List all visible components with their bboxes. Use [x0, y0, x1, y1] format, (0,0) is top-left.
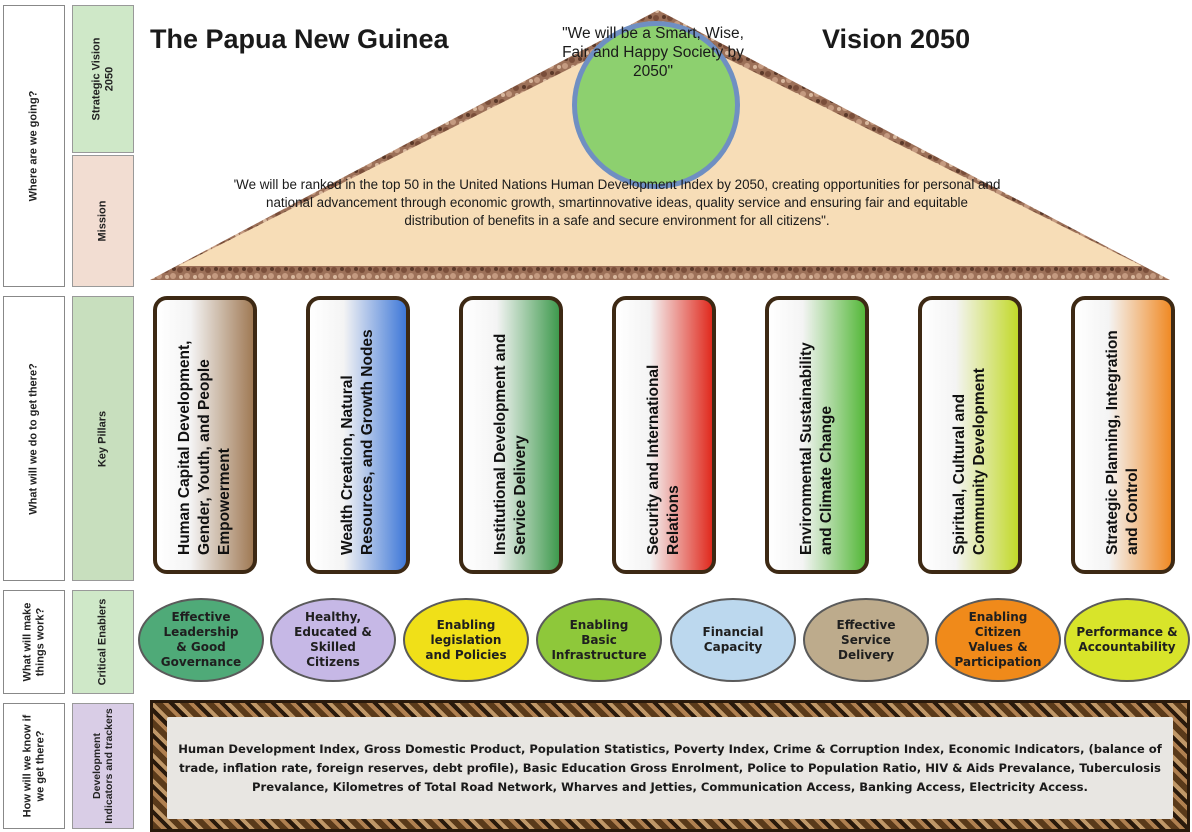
section-mission-label: Mission: [96, 200, 109, 242]
enabler-label: Performance & Accountability: [1076, 625, 1178, 654]
question-how-know-box: How will we know if we get there?: [3, 703, 65, 829]
section-strategic-vision: Strategic Vision 2050: [72, 5, 134, 153]
indicators-inner: Human Development Index, Gross Domestic …: [167, 717, 1173, 819]
section-strategic-vision-label: Strategic Vision 2050: [90, 37, 115, 121]
enabler-performance: Performance & Accountability: [1064, 598, 1190, 682]
pillar-strategic-planning: Strategic Planning, Integration and Cont…: [1071, 296, 1175, 574]
section-critical-enablers: Critical Enablers: [72, 590, 134, 694]
pillar-institutional-development: Institutional Development and Service De…: [459, 296, 563, 574]
pillar-label: Wealth Creation, Natural Resources, and …: [339, 329, 376, 555]
pillar-human-capital: Human Capital Development, Gender, Youth…: [153, 296, 257, 574]
enabler-healthy-citizens: Healthy, Educated & Skilled Citizens: [270, 598, 396, 682]
pillar-label: Institutional Development and Service De…: [492, 333, 529, 555]
enabler-legislation: Enabling legislation and Policies: [403, 598, 529, 682]
title-right: Vision 2050: [822, 24, 971, 54]
enabler-financial: Financial Capacity: [670, 598, 796, 682]
indicators-panel: Human Development Index, Gross Domestic …: [150, 700, 1190, 832]
enabler-label: Effective Service Delivery: [836, 617, 896, 662]
enabler-infrastructure: Enabling Basic Infrastructure: [536, 598, 662, 682]
question-where-label: Where are we going?: [27, 90, 40, 202]
enabler-service-delivery: Effective Service Delivery: [803, 598, 929, 682]
roof-triangle: [150, 10, 1170, 280]
question-what-do-box: What will we do to get there?: [3, 296, 65, 581]
section-mission: Mission: [72, 155, 134, 287]
pillar-label: Strategic Planning, Integration and Cont…: [1104, 330, 1141, 555]
pillar-spiritual: Spiritual, Cultural and Community Develo…: [918, 296, 1022, 574]
question-where-box: Where are we going?: [3, 5, 65, 287]
pillar-label: Human Capital Development, Gender, Youth…: [176, 340, 233, 555]
title-left: The Papua New Guinea: [150, 24, 449, 54]
enabler-label: Financial Capacity: [702, 625, 764, 654]
section-critical-enablers-label: Critical Enablers: [96, 598, 109, 686]
mission-statement: 'We will be ranked in the top 50 in the …: [233, 177, 1001, 228]
section-key-pillars-label: Key Pillars: [96, 410, 109, 467]
pillar-wealth-creation: Wealth Creation, Natural Resources, and …: [306, 296, 410, 574]
pillar-label: Environmental Sustainability and Climate…: [798, 342, 835, 555]
enabler-citizen-values: Enabling Citizen Values & Participation: [935, 598, 1061, 682]
pillar-security: Security and International Relations: [612, 296, 716, 574]
vision-statement: "We will be a Smart, Wise, Fair and Happ…: [562, 25, 744, 80]
section-dev-indicators-label: Development Indicators and trackers: [90, 708, 115, 824]
question-what-do-label: What will we do to get there?: [27, 362, 40, 515]
enabler-label: Enabling Basic Infrastructure: [551, 617, 647, 662]
section-key-pillars: Key Pillars: [72, 296, 134, 581]
pillar-label: Security and International Relations: [645, 364, 682, 555]
enabler-leadership: Effective Leadership & Good Governance: [138, 598, 264, 682]
pillar-label: Spiritual, Cultural and Community Develo…: [951, 368, 988, 555]
enabler-label: Enabling legislation and Policies: [425, 617, 507, 662]
question-what-make-box: What will make things work?: [3, 590, 65, 694]
section-dev-indicators: Development Indicators and trackers: [72, 703, 134, 829]
indicators-text: Human Development Index, Gross Domestic …: [178, 741, 1162, 794]
enabler-label: Enabling Citizen Values & Participation: [954, 610, 1042, 669]
question-how-know-label: How will we know if we get there?: [21, 714, 46, 818]
enabler-label: Healthy, Educated & Skilled Citizens: [294, 610, 372, 669]
question-what-make-label: What will make things work?: [21, 602, 46, 682]
enabler-label: Effective Leadership & Good Governance: [160, 610, 242, 669]
pillar-environmental: Environmental Sustainability and Climate…: [765, 296, 869, 574]
